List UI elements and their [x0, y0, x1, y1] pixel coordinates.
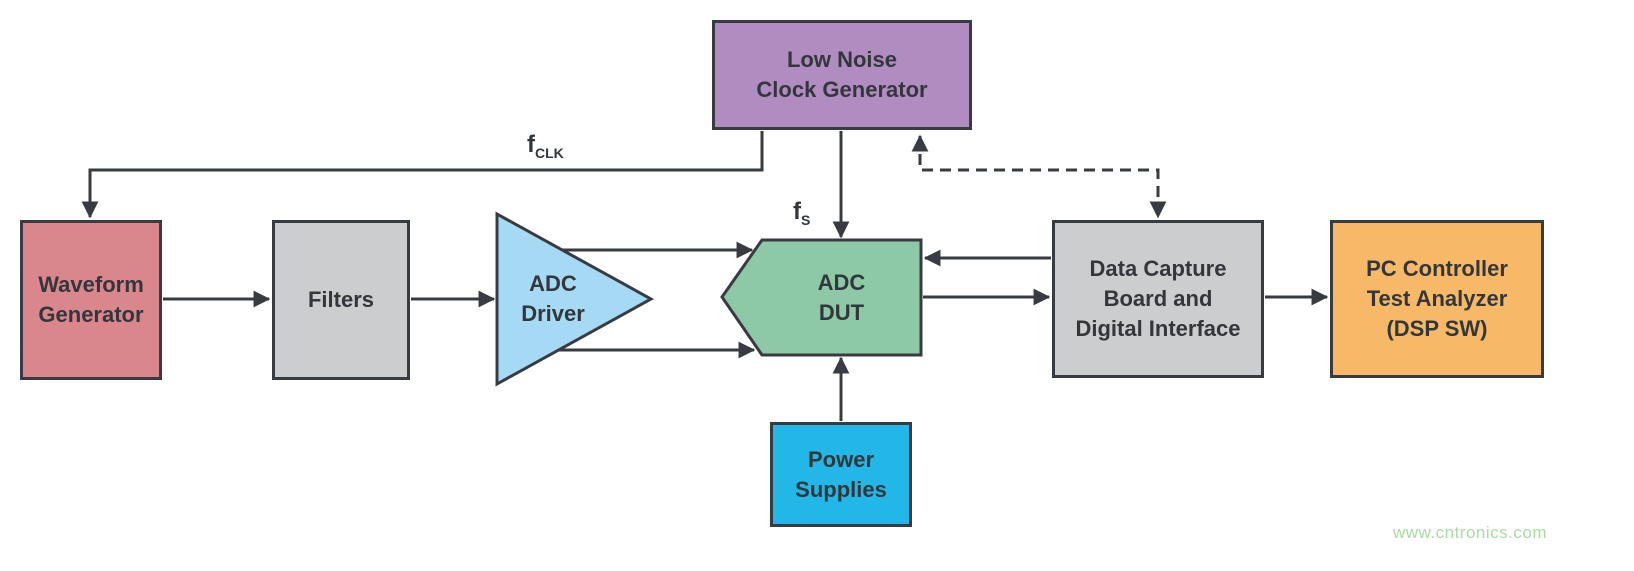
waveform-generator-label: Waveform Generator — [38, 272, 144, 327]
fclk-base: f — [527, 131, 535, 158]
fs-signal-label: fS — [793, 198, 810, 228]
pc-controller-label: PC Controller Test Analyzer (DSP SW) — [1366, 256, 1508, 341]
filters-label: Filters — [307, 287, 375, 313]
block-pc-controller: PC Controller Test Analyzer (DSP SW) — [1330, 220, 1544, 378]
fclk-wire — [81, 131, 764, 219]
watermark: www.cntronics.com — [1393, 523, 1547, 542]
adc-dut-shape — [720, 238, 923, 357]
fclk-subscript: CLK — [535, 144, 564, 161]
block-data-capture-board: Data Capture Board and Digital Interface — [1052, 220, 1264, 378]
block-filters: Filters — [272, 220, 410, 380]
fs-subscript: S — [801, 211, 811, 228]
data-capture-label: Data Capture Board and Digital Interface — [1075, 256, 1241, 341]
fs-base: f — [793, 198, 801, 225]
clock-generator-label: Low Noise Clock Generator — [756, 47, 928, 102]
block-power-supplies: Power Supplies — [770, 422, 912, 527]
block-low-noise-clock-generator: Low Noise Clock Generator — [712, 20, 972, 130]
clock-sync-dashed-wire — [911, 134, 1167, 219]
fclk-signal-label: fCLK — [527, 131, 564, 161]
block-waveform-generator: Waveform Generator — [20, 220, 162, 380]
power-supplies-label: Power Supplies — [795, 446, 887, 502]
adc-driver-shape — [495, 211, 655, 387]
